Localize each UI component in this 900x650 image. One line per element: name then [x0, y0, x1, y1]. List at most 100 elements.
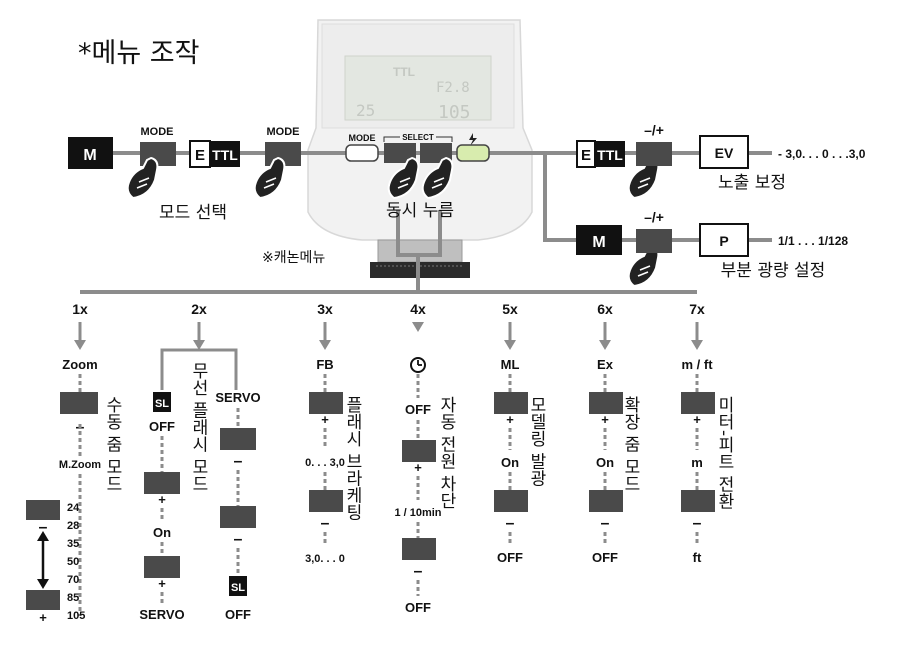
svg-text:–/+: –/+ [644, 122, 664, 138]
svg-text:M: M [592, 234, 605, 251]
ev-box [699, 135, 749, 169]
column-ext-zoom: Ex + On – OFF 확장 줌 모드 [589, 322, 640, 565]
svg-text:SERVO: SERVO [215, 390, 260, 405]
svg-text:105: 105 [438, 102, 471, 123]
svg-text:모델링 발광: 모델링 발광 [526, 396, 546, 486]
svg-text:50: 50 [67, 556, 79, 568]
page-title: *메뉴 조작 [78, 38, 199, 69]
svg-text:+: + [321, 412, 329, 427]
wireless-minus-button-2[interactable] [220, 506, 256, 528]
ext-zoom-minus-button[interactable] [589, 490, 623, 512]
svg-text:7x: 7x [689, 301, 705, 317]
hand-icon [387, 156, 420, 200]
svg-text:–: – [234, 453, 243, 470]
svg-text:확장 줌 모드: 확장 줌 모드 [620, 396, 640, 492]
fb-plus-button[interactable] [309, 392, 343, 414]
svg-text:+: + [506, 412, 514, 427]
zoom-button[interactable] [60, 392, 98, 414]
svg-text:SELECT: SELECT [402, 133, 434, 142]
svg-text:85: 85 [67, 592, 79, 604]
svg-text:자동 전원 차단: 자동 전원 차단 [436, 396, 456, 509]
hand-icon [126, 156, 159, 200]
m-box-right [576, 225, 622, 255]
svg-text:- 3,0. . . 0 . . .3,0: - 3,0. . . 0 . . .3,0 [778, 147, 866, 161]
svg-text:Ex: Ex [597, 357, 614, 372]
svg-text:6x: 6x [597, 301, 613, 317]
svg-text:+: + [601, 412, 609, 427]
svg-text:+: + [39, 610, 47, 625]
lcd-screen [344, 55, 492, 121]
hand-icon [253, 156, 286, 200]
flash-icon [469, 133, 477, 146]
test-flash-button[interactable] [456, 144, 490, 162]
svg-text:3,0. . . 0: 3,0. . . 0 [305, 553, 345, 565]
svg-text:–/+: –/+ [644, 209, 664, 225]
svg-text:EV: EV [715, 145, 734, 161]
svg-text:OFF: OFF [497, 550, 523, 565]
svg-text:MODE: MODE [141, 126, 174, 138]
sl-badge-bottom [229, 576, 247, 596]
svg-text:+: + [693, 412, 701, 427]
flash-mode-button[interactable] [345, 144, 379, 162]
right-branch: E TTL –/+ EV - 3,0. . . 0 . . .3,0 노출 보정… [576, 122, 866, 281]
svg-text:35: 35 [67, 538, 79, 550]
svg-text:Zoom: Zoom [62, 357, 97, 372]
svg-text:+: + [158, 576, 166, 591]
column-fb: FB + 0. . . 3,0 – 3,0. . . 0 플래시 브라케팅 [305, 322, 362, 565]
modeling-plus-button[interactable] [494, 392, 528, 414]
svg-text:m / ft: m / ft [681, 357, 713, 372]
svg-text:–: – [693, 515, 702, 532]
svg-text:M: M [83, 147, 96, 164]
svg-text:–: – [601, 515, 610, 532]
svg-text:–: – [506, 515, 515, 532]
meter-plus-button[interactable] [681, 392, 715, 414]
svg-text:2x: 2x [191, 301, 207, 317]
wireless-minus-button-1[interactable] [220, 428, 256, 450]
modeling-minus-button[interactable] [494, 490, 528, 512]
svg-text:F2.8: F2.8 [436, 80, 470, 96]
wireless-plus-button-2[interactable] [144, 556, 180, 578]
svg-text:On: On [153, 525, 171, 540]
svg-text:M.Zoom: M.Zoom [59, 459, 101, 471]
svg-text:동시 누름: 동시 누름 [386, 201, 454, 221]
svg-text:On: On [596, 455, 614, 470]
column-auto-power: OFF + 1 / 10min – OFF 자동 전원 차단 [394, 322, 456, 615]
svg-text:105: 105 [67, 610, 85, 622]
p-box [699, 223, 749, 257]
svg-text:수동 줌 모드: 수동 줌 모드 [102, 396, 122, 492]
svg-text:–: – [321, 515, 330, 532]
auto-power-plus-button[interactable] [402, 440, 436, 462]
svg-text:ft: ft [693, 550, 702, 565]
svg-text:0. . . 3,0: 0. . . 3,0 [305, 457, 345, 469]
hand-icon [627, 244, 660, 288]
svg-text:+: + [158, 492, 166, 507]
plus-minus-button-2[interactable] [636, 229, 672, 253]
meter-minus-button[interactable] [681, 490, 715, 512]
top-row: M MODE E TTL MODE MODE SELECT 모드 선택 동시 누… [68, 126, 490, 266]
plus-minus-button-1[interactable] [636, 142, 672, 166]
ext-zoom-plus-button[interactable] [589, 392, 623, 414]
select-left-button[interactable] [384, 143, 416, 163]
svg-text:플래시 브라케팅: 플래시 브라케팅 [342, 396, 362, 520]
svg-text:1/1 . . . 1/128: 1/1 . . . 1/128 [778, 234, 848, 248]
auto-power-minus-button[interactable] [402, 538, 436, 560]
fb-minus-button[interactable] [309, 490, 343, 512]
wireless-plus-button-1[interactable] [144, 472, 180, 494]
svg-text:1 / 10min: 1 / 10min [394, 507, 441, 519]
svg-text:m: m [691, 455, 703, 470]
svg-text:SL: SL [231, 582, 245, 594]
zoom-minus-button[interactable] [26, 500, 60, 520]
svg-text:TTL: TTL [393, 65, 415, 79]
svg-text:5x: 5x [502, 301, 518, 317]
svg-text:24: 24 [67, 502, 80, 514]
svg-text:3x: 3x [317, 301, 333, 317]
svg-text:70: 70 [67, 574, 79, 586]
column-wireless: SL OFF + On + SERVO SERVO – – SL OFF 무선 … [139, 322, 261, 622]
svg-text:28: 28 [67, 520, 79, 532]
svg-text:SERVO: SERVO [139, 607, 184, 622]
column-meter-feet: m / ft + m – ft 미터-피트 전환 [681, 322, 734, 565]
svg-text:미터-피트 전환: 미터-피트 전환 [714, 396, 734, 510]
svg-text:ML: ML [501, 357, 520, 372]
zoom-plus-button[interactable] [26, 590, 60, 610]
